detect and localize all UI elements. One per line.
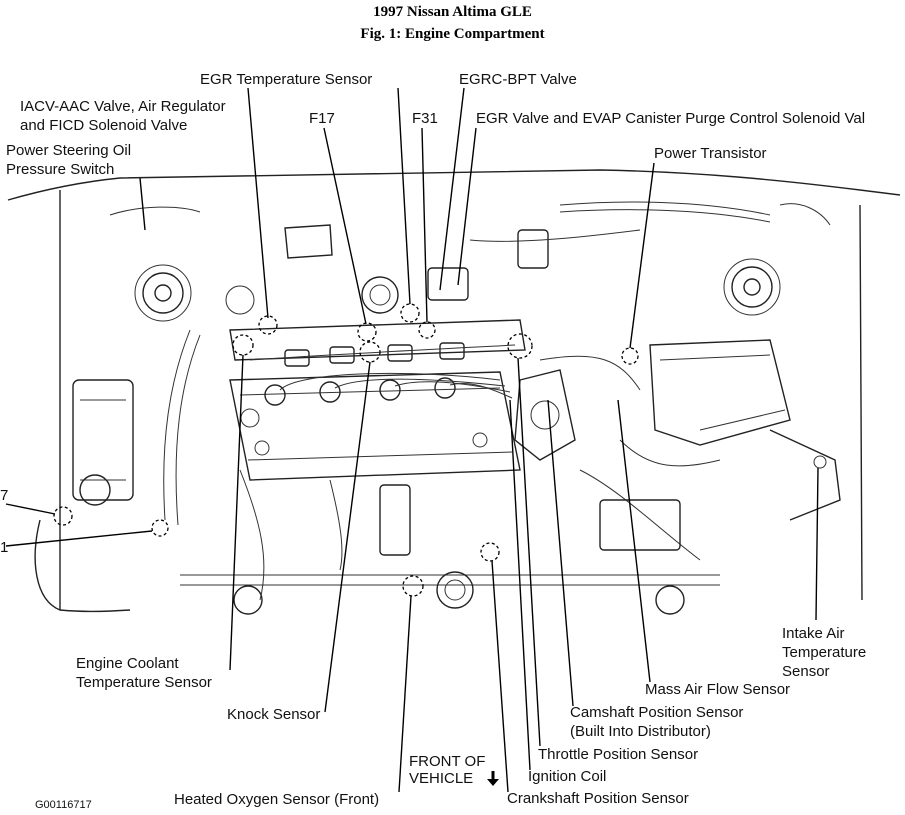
label-intake-line2: Temperature [782,644,867,661]
label-left-cut-2: 1 [0,539,9,556]
front-components [79,474,685,615]
heated-o2-mark [402,575,424,597]
left-strut-tower [134,264,192,322]
label-crankshaft-position-sensor: Crankshaft Position Sensor [507,790,689,807]
spark-plug-wires [279,372,513,399]
hoses-and-pipes [163,201,771,601]
label-egr-valve: EGR Valve and EVAP Canister Purge Contro… [476,110,866,127]
f17-mark [357,322,377,342]
label-front-line2: VEHICLE [409,770,474,787]
power-transistor-mark [621,347,639,365]
label-throttle-position-sensor: Throttle Position Sensor [538,746,699,763]
leader-lines [5,87,819,793]
label-power-transistor: Power Transistor [654,145,767,162]
figure-title: 1997 Nissan Altima GLE [373,4,532,20]
label-heated-oxygen-sensor: Heated Oxygen Sensor (Front) [174,791,380,808]
label-knock-sensor: Knock Sensor [227,706,321,723]
label-iacv-line2: and FICD Solenoid Valve [20,117,188,134]
engine-bay-outline [7,169,901,613]
left-mark-2 [151,519,169,537]
label-mass-air-flow-sensor: Mass Air Flow Sensor [645,681,791,698]
egr-temp-mark [400,303,420,323]
label-cam-line1: Camshaft Position Sensor [570,704,744,721]
label-ps-line2: Pressure Switch [6,161,115,178]
right-strut-tower [723,258,781,316]
left-mark-1 [53,506,73,526]
label-cam-line2: (Built Into Distributor) [570,723,711,740]
label-egrc-bpt-valve: EGRC-BPT Valve [459,71,577,88]
label-egr-temperature-sensor: EGR Temperature Sensor [200,71,373,88]
label-front-line1: FRONT OF [409,753,486,770]
label-f31: F31 [412,110,438,127]
label-left-cut-1: 7 [0,487,9,504]
coolant-sensor-mark [232,334,254,356]
iacv-mark [258,315,278,335]
front-arrow-icon [487,771,499,786]
throttle-body [225,224,549,315]
valve-cover [229,371,521,481]
label-iacv-line1: IACV-AAC Valve, Air Regulator [20,98,226,115]
label-ignition-coil: Ignition Coil [528,768,607,785]
sensor-location-marks [53,303,639,597]
label-coolant-line1: Engine Coolant [76,655,179,672]
figure-subtitle: Fig. 1: Engine Compartment [360,26,545,42]
label-intake-line1: Intake Air [782,625,845,642]
distributor [514,369,576,461]
label-intake-line3: Sensor [782,663,830,680]
figure-id: G00116717 [35,799,92,811]
distributor-mark [507,333,533,359]
f31-mark [418,321,436,339]
label-ps-line1: Power Steering Oil [6,142,132,159]
knock-sensor-mark [359,341,381,363]
label-coolant-line2: Temperature Sensor [76,674,212,691]
crank-sensor-mark [480,542,500,562]
air-cleaner-box [649,339,841,521]
label-f17: F17 [309,110,335,127]
battery [72,379,134,501]
